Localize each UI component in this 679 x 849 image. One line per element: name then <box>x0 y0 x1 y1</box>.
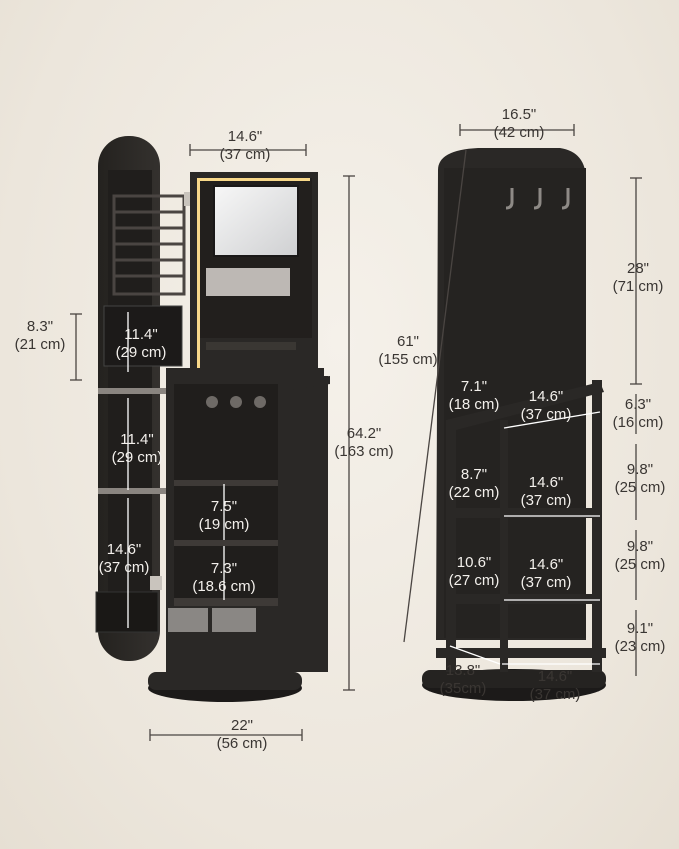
left-width-label: 14.6"(37 cm) <box>219 128 271 163</box>
door-pocket <box>103 305 183 367</box>
drawer-right <box>212 608 256 632</box>
shelf-depth-label-1: 7.1"(18 cm) <box>448 378 500 413</box>
left-base-width-label: 22"(56 cm) <box>216 717 268 752</box>
pocket-height-label: 11.4"(29 cm) <box>115 326 167 361</box>
left-door-height-label: 8.3"(21 cm) <box>14 318 66 353</box>
left-side-shelves <box>286 376 330 672</box>
shelf-depth-label-2: 8.7"(22 cm) <box>448 466 500 501</box>
right-top-width-label: 16.5"(42 cm) <box>493 106 545 141</box>
right-mirror-height-label: 28"(71 cm) <box>612 260 664 295</box>
back-hooks <box>505 188 570 210</box>
shelf-gap-label-1: 7.5"(19 cm) <box>198 498 250 533</box>
shelf-gap-label-r2: 9.8"(25 cm) <box>614 461 666 496</box>
shelf-gap-label-2: 7.3"(18.6 cm) <box>192 560 256 595</box>
shelf-width-label-2: 14.6"(37 cm) <box>520 474 572 509</box>
right-cabinet-closed <box>422 148 606 701</box>
shelf-gap-label-r3: 9.8"(25 cm) <box>614 538 666 573</box>
necklace-rack <box>112 194 186 296</box>
led-strip <box>197 178 310 378</box>
shelf-width-label-1: 14.6"(37 cm) <box>520 388 572 423</box>
scarf-knobs <box>206 396 266 408</box>
dimension-lines <box>70 124 642 741</box>
lower-pocket-height-label: 14.6"(37 cm) <box>98 541 150 576</box>
shelf-depth-label-3: 10.6"(27 cm) <box>448 554 500 589</box>
shelf-gap-label-r1: 6.3"(16 cm) <box>612 396 664 431</box>
base-width-label: 14.6"(37 cm) <box>529 668 581 703</box>
right-overall-height-label: 61"(155 cm) <box>378 333 438 368</box>
acrylic-organizers <box>206 268 290 296</box>
right-side-shelves <box>436 380 606 672</box>
left-overall-height-label: 64.2"(163 cm) <box>334 425 394 460</box>
drawer-left <box>168 608 208 632</box>
shelf-width-label-3: 14.6"(37 cm) <box>520 556 572 591</box>
earring-panel-height-label: 11.4"(29 cm) <box>111 431 163 466</box>
left-cabinet-open <box>95 136 330 702</box>
shelf-gap-label-r4: 9.1"(23 cm) <box>614 620 666 655</box>
earring-hooks <box>98 388 168 494</box>
inner-mirror <box>213 185 299 257</box>
base-depth-label: 13.8"(35cm) <box>439 662 487 697</box>
